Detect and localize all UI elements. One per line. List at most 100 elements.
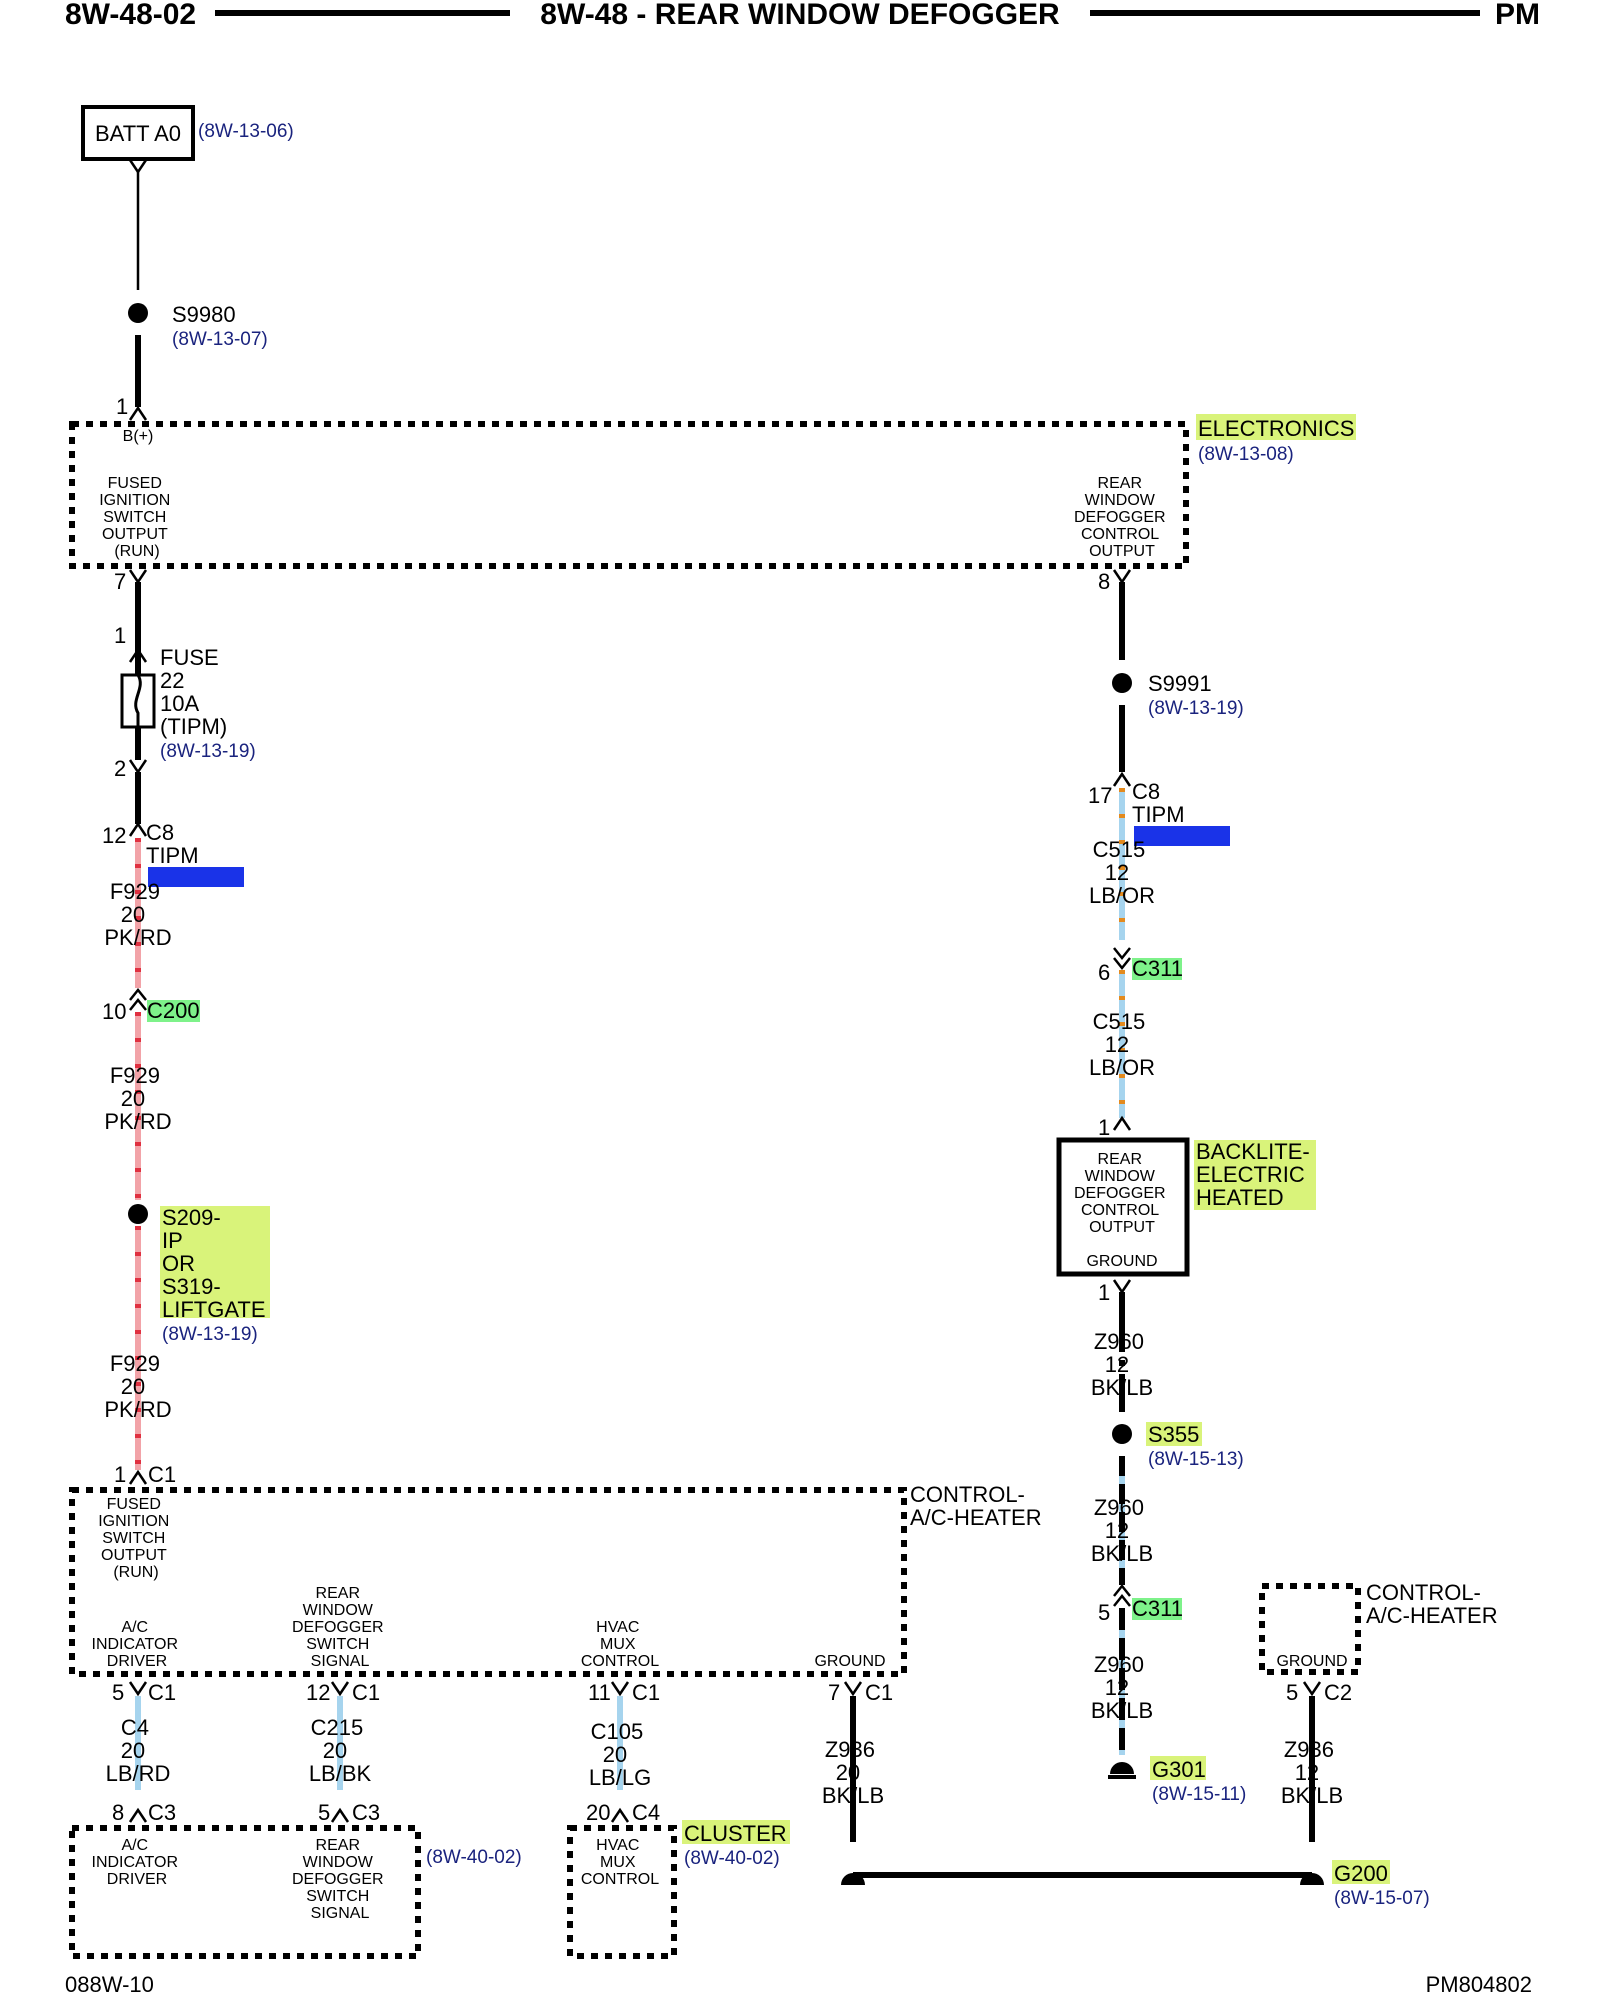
control-ac-heater-2-ground: GROUND <box>1276 1653 1347 1670</box>
module-cluster-block: HVAC MUX CONTROL <box>581 1837 659 1888</box>
module-rwd-conn: C3 <box>352 1800 380 1825</box>
c311-terminal-top <box>1113 947 1131 961</box>
page-title: 8W-48 - REAR WINDOW DEFOGGER <box>540 0 1060 31</box>
hvac-mux-block: HVAC MUX CONTROL <box>581 1619 659 1670</box>
backlite-block: REAR WINDOW DEFOGGER CONTROL OUTPUT <box>1074 1151 1170 1236</box>
left-tipm-label: TIPM <box>146 843 199 868</box>
footer-right: PM804802 <box>1426 1972 1532 1997</box>
hvac-ground-label: GROUND <box>814 1653 885 1670</box>
splice-s209-ref: (8W-13-19) <box>162 1324 258 1345</box>
cluster-pin: 20 <box>586 1800 610 1825</box>
backlite-ground: GROUND <box>1086 1253 1157 1270</box>
splice-s9991-ref: (8W-13-19) <box>1148 698 1244 719</box>
backlite-terminal-bottom <box>1112 1279 1132 1295</box>
module-ac-rwd-ref: (8W-40-02) <box>426 1847 522 1868</box>
control-ac-heater-2-module <box>1259 1583 1361 1675</box>
control-ac-heater-2-name: CONTROL- A/C-HEATER <box>1366 1580 1498 1628</box>
fuse-terminal-top <box>128 647 148 663</box>
hvac-c1-terminal-1 <box>128 1469 148 1485</box>
fuse-terminal-bottom <box>128 759 148 775</box>
hvac-ac-conn: C1 <box>148 1680 176 1705</box>
module-ac-rwd <box>69 1825 421 1959</box>
wire-z960-c-label: Z960 12 BK/LB <box>1091 1652 1153 1723</box>
c311b-terminal-top <box>1113 1583 1131 1597</box>
batt-label: BATT A0 <box>95 121 181 146</box>
cluster-name: CLUSTER <box>684 1821 787 1846</box>
left-tipm-redaction <box>148 867 244 887</box>
control-ac-heater-module <box>69 1487 907 1677</box>
control-ac-heater-name: CONTROL- A/C-HEATER <box>910 1482 1042 1530</box>
fuse-pin-2: 2 <box>114 756 126 781</box>
left-c8-terminal <box>128 821 148 837</box>
electronics-module <box>69 421 1189 569</box>
cluster-terminal <box>610 1807 630 1823</box>
module-ac-conn: C3 <box>148 1800 176 1825</box>
module-rwd-pin: 5 <box>318 1800 330 1825</box>
batt-terminal <box>128 159 148 175</box>
left-c8-pin: 12 <box>102 823 126 848</box>
wire-z936-left-label: Z936 20 BK/LB <box>822 1737 884 1808</box>
page-code: 8W-48-02 <box>65 0 196 31</box>
splice-s9991-label: S9991 <box>1148 671 1212 696</box>
c311-terminal-bottom <box>1113 957 1131 971</box>
electronics-name: ELECTRONICS <box>1198 416 1354 441</box>
hvac-ground-pin: 7 <box>828 1680 840 1705</box>
s355-highlight <box>1146 1422 1202 1446</box>
splice-s9991-dot <box>1112 673 1132 693</box>
control-ac-heater-2-terminal <box>1302 1681 1322 1697</box>
wire-c215-label: C215 20 LB/BK <box>309 1715 372 1786</box>
hvac-c1-pin-1: 1 <box>114 1462 126 1487</box>
right-c8-terminal <box>1112 771 1132 787</box>
module-ac-terminal <box>128 1807 148 1823</box>
electronics-bplus: B(+) <box>123 428 154 445</box>
c200-label: C200 <box>147 998 200 1023</box>
g200-label: G200 <box>1334 1861 1388 1886</box>
c200-pin: 10 <box>102 999 126 1024</box>
hvac-c1-label: C1 <box>148 1462 176 1487</box>
c311-pin-5: 5 <box>1098 1600 1110 1625</box>
electronics-terminal-7 <box>128 569 148 585</box>
module-ac-pin: 8 <box>112 1800 124 1825</box>
wire-f929-c-label: F929 20 PK/RD <box>104 1351 171 1422</box>
g301-label: G301 <box>1152 1757 1206 1782</box>
control-ac-heater-2-conn: C2 <box>1324 1680 1352 1705</box>
wire-c515-a-label: C515 12 LB/OR <box>1089 837 1155 908</box>
electronics-left-block: FUSED IGNITION SWITCH OUTPUT (RUN) <box>99 475 175 560</box>
c200-terminal-top <box>129 987 147 1001</box>
splice-s9980-ref: (8W-13-07) <box>172 329 268 350</box>
wire-c105-label: C105 20 LB/LG <box>589 1719 651 1790</box>
g200-highlight <box>1332 1860 1390 1884</box>
wire-c515-b-label: C515 12 LB/OR <box>1089 1009 1155 1080</box>
fuse-label: FUSE 22 10A (TIPM) <box>160 645 227 739</box>
ground-bus-left-terminal <box>841 1873 865 1885</box>
splice-s355-label: S355 <box>1148 1422 1199 1447</box>
splice-s209-label: S209- IP OR S319- LIFTGATE <box>162 1205 266 1322</box>
hvac-rwd-signal-block: REAR WINDOW DEFOGGER SWITCH SIGNAL <box>292 1585 388 1670</box>
backlite-terminal-top <box>1112 1115 1132 1131</box>
hvac-rwd-terminal <box>330 1681 350 1697</box>
c311b-terminal-bottom <box>1113 1593 1131 1607</box>
batt-ref: (8W-13-06) <box>198 121 294 142</box>
c200-highlight <box>147 1000 200 1022</box>
batt-box <box>81 105 195 161</box>
wire-f929-b-label: F929 20 PK/RD <box>104 1063 171 1134</box>
hvac-mux-pin: 11 <box>588 1680 611 1705</box>
cluster-conn: C4 <box>632 1800 660 1825</box>
c311-label: C311 <box>1132 956 1183 981</box>
right-tipm-label: TIPM <box>1132 802 1185 827</box>
backlite-electric-heated <box>1056 1137 1190 1277</box>
electronics-terminal-8 <box>1112 569 1132 585</box>
module-cluster <box>567 1825 677 1959</box>
electronics-highlight <box>1196 414 1356 440</box>
ground-bus-right-terminal <box>1300 1873 1324 1885</box>
wire-f929-a-label: F929 20 PK/RD <box>104 879 171 950</box>
electronics-pin-1: 1 <box>116 394 128 419</box>
wire-c4-label: C4 20 LB/RD <box>106 1715 171 1786</box>
module-rwd-block: REAR WINDOW DEFOGGER SWITCH SIGNAL <box>292 1837 388 1922</box>
c311-pin-6: 6 <box>1098 960 1110 985</box>
wire-z936-right-label: Z936 12 BK/LB <box>1281 1737 1343 1808</box>
electronics-pin-7: 7 <box>114 569 126 594</box>
module-rwd-terminal <box>330 1807 350 1823</box>
splice-s9980-label: S9980 <box>172 302 236 327</box>
